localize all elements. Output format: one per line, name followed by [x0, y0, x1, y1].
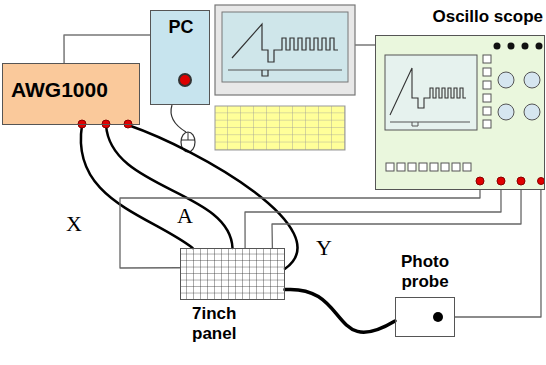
scope-buttons	[430, 163, 438, 171]
pc-body	[150, 10, 210, 132]
keyboard	[215, 106, 345, 150]
wire	[455, 190, 541, 317]
scope-knobs	[494, 43, 543, 121]
awg-body	[2, 63, 140, 125]
scope-buttons	[483, 68, 491, 76]
scope-terminals	[476, 177, 545, 185]
scope-buttons	[483, 107, 491, 115]
signal-label: X	[64, 212, 84, 236]
node-label: Photo probe	[385, 252, 465, 291]
monitor	[215, 5, 355, 95]
scope-terminals	[497, 177, 505, 185]
pc-box: PC	[150, 10, 210, 105]
scope-terminals	[538, 178, 545, 185]
scope-knobs	[494, 43, 501, 50]
mouse	[181, 132, 195, 140]
awg-body	[2, 63, 140, 125]
node-label: 7inch panel	[192, 304, 254, 343]
scope-knobs	[522, 43, 529, 50]
scope-knobs	[498, 104, 514, 120]
scope-body	[390, 68, 466, 115]
awg-terminals	[102, 120, 110, 128]
panel-grid	[180, 248, 285, 300]
wire	[81, 125, 193, 248]
monitor	[215, 5, 355, 95]
panel-grid	[180, 248, 285, 300]
wire	[285, 289, 395, 332]
scope-terminals	[517, 177, 525, 185]
monitor-cable	[355, 44, 375, 46]
scope-knobs	[524, 72, 540, 88]
scope-buttons	[408, 163, 416, 171]
photo-probe-body	[395, 297, 455, 337]
photo-probe-body	[433, 312, 443, 322]
scope-knobs	[498, 72, 514, 88]
scope-buttons	[483, 94, 491, 102]
wire	[245, 190, 501, 248]
wire	[272, 190, 521, 248]
scope-buttons	[483, 81, 491, 89]
scope-buttons	[483, 120, 491, 128]
monitor-cable	[355, 45, 375, 46]
keyboard	[215, 106, 345, 150]
scope-knobs	[524, 104, 540, 120]
scope-body	[375, 35, 545, 190]
monitor	[222, 12, 348, 82]
awg-terminals	[78, 120, 86, 128]
photo-probe-outline	[395, 297, 455, 337]
awg-terminals	[78, 120, 132, 128]
display-panel: 7inch panel	[180, 248, 285, 345]
keyboard	[215, 106, 345, 150]
monitor	[232, 24, 338, 62]
pc-body	[171, 105, 186, 132]
scope-knobs	[536, 43, 543, 50]
monitor	[228, 70, 342, 71]
signal-label: A	[175, 204, 195, 228]
scope-buttons	[386, 55, 491, 171]
panel-grid	[180, 248, 285, 300]
scope-buttons	[441, 163, 449, 171]
scope-buttons	[463, 163, 471, 171]
scope-body	[375, 35, 545, 190]
pc-body	[179, 74, 191, 86]
scope-body	[390, 122, 470, 126]
scope-body	[385, 55, 477, 130]
node-label: PC	[151, 17, 211, 38]
awg-terminals	[124, 120, 132, 128]
node-label: Oscillo scope	[375, 7, 543, 27]
scope-buttons	[483, 55, 491, 63]
monitor	[262, 70, 268, 76]
node-label: AWG1000	[11, 78, 136, 102]
scope-buttons	[397, 163, 405, 171]
scope-buttons	[386, 163, 394, 171]
oscilloscope: Oscillo scope	[375, 5, 545, 190]
wire	[106, 125, 232, 248]
wire	[64, 35, 150, 63]
photo-probe: Photo probe	[385, 252, 465, 337]
generator-box: AWG1000	[2, 63, 140, 125]
scope-buttons	[452, 163, 460, 171]
oscilloscope-outline	[375, 35, 545, 190]
pc-body	[150, 10, 210, 105]
scope-knobs	[508, 43, 515, 50]
scope-terminals	[476, 177, 484, 185]
photo-probe-body	[395, 297, 455, 337]
signal-label: Y	[314, 236, 334, 260]
scope-buttons	[419, 163, 427, 171]
display-panel-outline	[180, 248, 285, 300]
